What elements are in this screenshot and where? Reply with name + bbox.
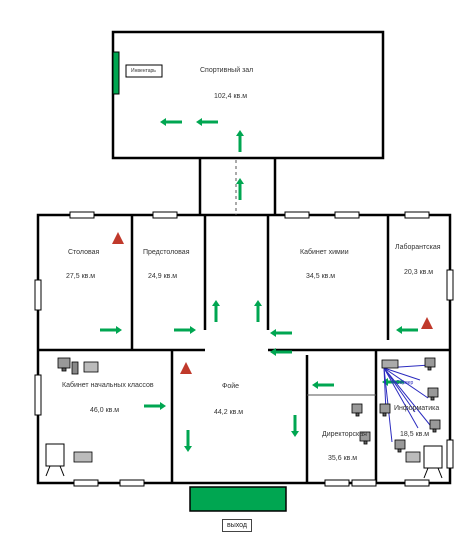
hazard-triangle-icon: [180, 362, 192, 374]
walls: [36, 30, 452, 485]
main-exit-door: [189, 486, 287, 512]
evacuation-arrow-icon: [291, 415, 299, 437]
evacuation-arrow-icon: [160, 118, 182, 126]
sport-hall-walls: [111, 30, 385, 160]
window: [446, 269, 454, 301]
hazard-triangle-icon: [112, 232, 124, 244]
computer-icon: [379, 403, 391, 417]
evacuation-arrow-icon: [212, 300, 220, 322]
evacuation-arrow-icon: [270, 348, 292, 356]
whiteboard-icon: [45, 443, 65, 477]
evacuation-arrow-icon: [196, 118, 218, 126]
room-area-primary: 46,0 кв.м: [90, 407, 120, 414]
room-area-foyer: 44,2 кв.м: [214, 409, 244, 416]
window: [351, 479, 377, 487]
window: [404, 479, 430, 487]
evacuation-arrow-icon: [312, 381, 334, 389]
room-area-informatics: 18,5 кв.м: [400, 431, 430, 438]
printer-icon: [83, 361, 99, 373]
room-name-sport-hall: Спортивный зал: [200, 67, 254, 74]
computer-icon: [394, 439, 406, 453]
network-lines: [383, 364, 435, 443]
window: [404, 211, 430, 219]
windows: [34, 211, 454, 487]
evacuation-arrow-icon: [100, 326, 122, 334]
whiteboard-icon: [423, 445, 443, 479]
room-area-sport-hall: 102,4 кв.м: [214, 93, 248, 100]
informatics-overlay-label: Сервер: [396, 380, 414, 386]
hazard-signs: [112, 232, 433, 374]
room-area-dining: 27,5 кв.м: [66, 273, 96, 280]
sport-hall-exit-door: [112, 51, 120, 95]
computers: [57, 357, 441, 463]
computer-icon: [424, 357, 436, 371]
window: [69, 211, 95, 219]
computer-icon: [359, 431, 371, 445]
room-area-director: 35,6 кв.м: [328, 455, 358, 462]
computer-icon: [429, 419, 441, 433]
evacuation-arrow-icon: [236, 130, 244, 152]
window: [324, 479, 350, 487]
evacuation-arrow-icon: [184, 430, 192, 452]
room-name-chemistry: Кабинет химии: [300, 249, 349, 256]
evacuation-arrow-icon: [270, 329, 292, 337]
room-name-primary: Кабинет начальных классов: [62, 382, 154, 389]
window: [73, 479, 99, 487]
window: [152, 211, 178, 219]
window: [446, 439, 454, 469]
room-area-lab: 20,3 кв.м: [404, 269, 434, 276]
window: [119, 479, 145, 487]
evacuation-arrow-icon: [174, 326, 196, 334]
sport-hall-sign-box: [125, 64, 163, 78]
window: [284, 211, 310, 219]
window: [334, 211, 360, 219]
room-name-lab: Лаборантская: [395, 244, 441, 251]
room-name-pre-dining: Предстоловая: [143, 249, 190, 256]
room-name-dining: Столовая: [68, 249, 100, 256]
computer-icon: [427, 387, 439, 401]
evacuation-arrow-icon: [396, 326, 418, 334]
printer-icon: [73, 451, 93, 463]
printer-icon: [405, 451, 421, 463]
exit-label: выход: [222, 519, 252, 532]
computer-icon: [57, 357, 79, 375]
room-name-director: Директорская: [322, 431, 367, 438]
evacuation-arrow-icon: [254, 300, 262, 322]
computer-icon: [381, 359, 399, 369]
whiteboards: [45, 443, 443, 479]
room-name-foyer: Фойе: [222, 383, 240, 390]
room-area-pre-dining: 24,9 кв.м: [148, 273, 178, 280]
window: [34, 374, 42, 416]
evacuation-arrows: [100, 118, 418, 452]
hazard-triangle-icon: [421, 317, 433, 329]
computer-icon: [351, 403, 363, 417]
room-area-chemistry: 34,5 кв.м: [306, 273, 336, 280]
window: [34, 279, 42, 311]
evacuation-arrow-icon: [144, 402, 166, 410]
evacuation-arrow-icon: [236, 178, 244, 200]
room-name-informatics: Информатика: [394, 405, 440, 412]
sport-hall-sign: Инвентарь: [131, 68, 156, 74]
